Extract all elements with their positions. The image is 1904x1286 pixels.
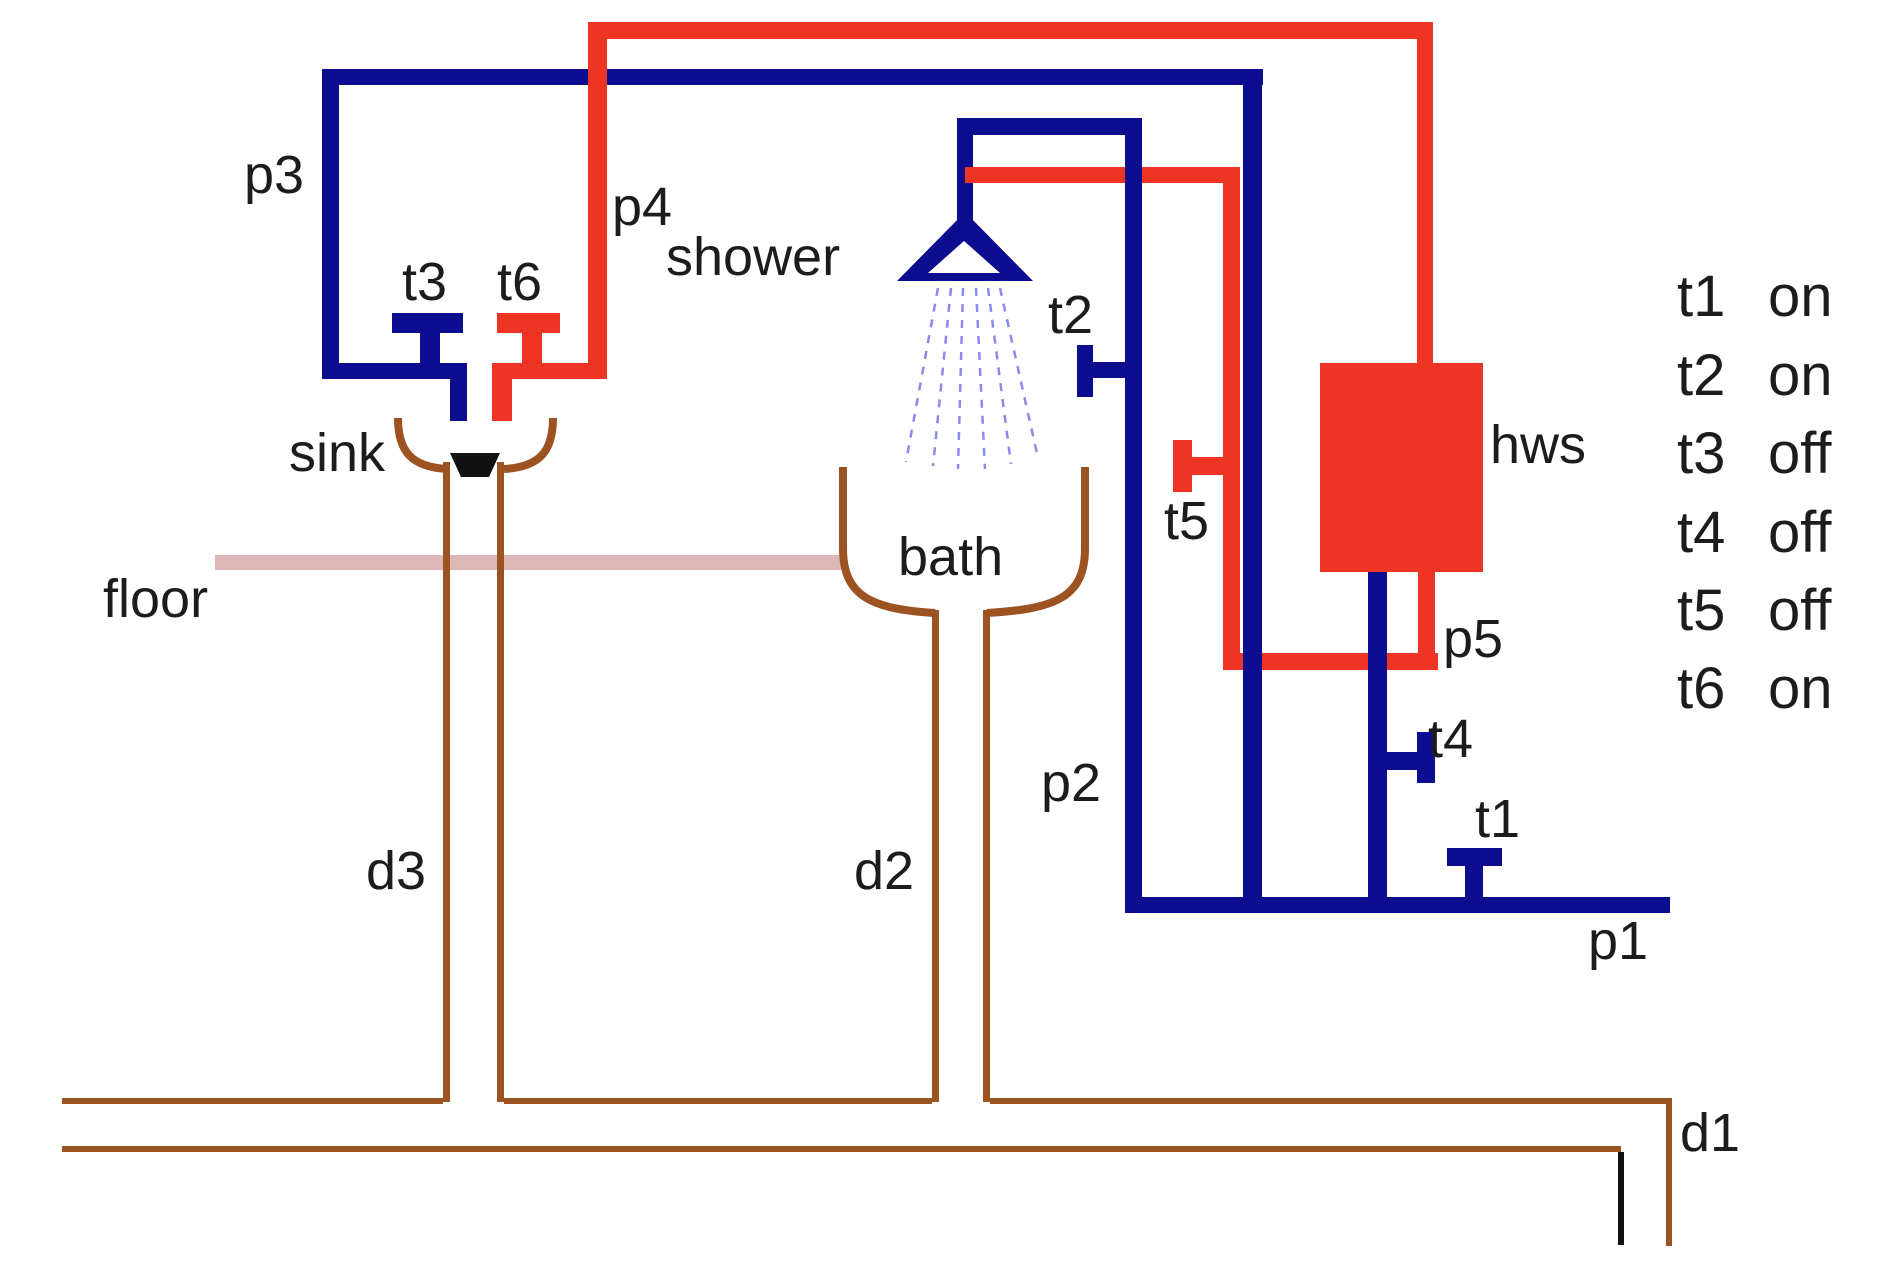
label-hws: hws <box>1490 415 1587 475</box>
label-t3: t3 <box>402 252 448 312</box>
tap-t6-stem <box>522 333 542 365</box>
pipe-hot-top-horizontal <box>588 22 1433 39</box>
label-d3: d3 <box>366 841 427 901</box>
tap-t2-bar <box>1077 345 1093 397</box>
pipe-hws-outlet-vertical <box>1418 572 1435 670</box>
pipe-p4-vertical <box>588 22 607 379</box>
tap-t3-bar <box>392 313 463 333</box>
pipe-shower-hot-horizontal <box>965 167 1240 183</box>
pipe-sink-hot-horizontal <box>492 363 607 379</box>
label-sink: sink <box>289 423 386 483</box>
drain-d3-left-wall <box>443 462 450 1102</box>
pipe-hws-feed-vertical <box>1417 22 1433 363</box>
sink-bowl-right <box>503 417 557 473</box>
label-shower: shower <box>666 227 841 287</box>
pipe-p2-vertical <box>1125 118 1142 913</box>
drain-d1-outer-corner <box>1666 1098 1672 1246</box>
drain-d2-left-wall <box>932 610 939 1102</box>
pipe-shower-cold-horizontal <box>957 118 1142 135</box>
label-p2: p2 <box>1041 753 1102 813</box>
label-p4: p4 <box>612 177 673 237</box>
pipe-sink-cold-horizontal <box>322 363 467 379</box>
drain-d1-bottom-wall <box>62 1146 1621 1152</box>
tap-t6-bar <box>497 313 560 333</box>
tap-t2-stem <box>1093 362 1125 378</box>
tap-t1-stem <box>1465 866 1483 897</box>
label-bath: bath <box>898 527 1004 587</box>
hws-tank <box>1320 363 1483 572</box>
pipe-shower-hot-vertical <box>1223 167 1240 670</box>
label-floor: floor <box>103 569 209 629</box>
label-p5: p5 <box>1443 609 1504 669</box>
tap-t3-stem <box>420 333 440 365</box>
pipe-sink-hot-drop <box>492 363 512 421</box>
drain-d3-right-wall <box>497 462 504 1102</box>
drain-d2-right-wall <box>983 610 990 1102</box>
bath-wall-right <box>986 467 1089 617</box>
label-t1: t1 <box>1475 789 1521 849</box>
label-t5: t5 <box>1164 491 1210 551</box>
label-t4: t4 <box>1428 709 1474 769</box>
label-p1: p1 <box>1588 911 1649 971</box>
label-p3: p3 <box>244 145 305 205</box>
tap-t4-bar <box>1417 732 1435 783</box>
pipe-p1-horizontal <box>1125 897 1670 913</box>
pipe-hws-cold-vertical <box>1368 572 1387 913</box>
tap-t1-bar <box>1447 848 1502 866</box>
pipe-p3-horizontal <box>322 69 1263 85</box>
label-d1: d1 <box>1680 1103 1741 1163</box>
pipe-sink-cold-drop <box>450 363 467 421</box>
label-t6: t6 <box>497 252 543 312</box>
label-d2: d2 <box>854 841 915 901</box>
bath-wall-left <box>839 467 936 617</box>
floor-line <box>215 555 841 570</box>
tap-t5-stem <box>1192 457 1225 475</box>
drain-d1-top-wall <box>504 1098 932 1104</box>
pipe-p3-vertical <box>322 69 339 379</box>
tap-t5-bar <box>1173 440 1192 492</box>
pipe-cold-riser-vertical <box>1243 69 1262 913</box>
tap-t4-stem <box>1387 752 1417 770</box>
drain-d1-inner-corner <box>1618 1152 1624 1245</box>
drain-d1-top-wall <box>990 1098 1672 1104</box>
label-t2: t2 <box>1048 285 1094 345</box>
sink-bowl-left <box>394 417 448 473</box>
drain-d1-top-wall <box>62 1098 443 1104</box>
